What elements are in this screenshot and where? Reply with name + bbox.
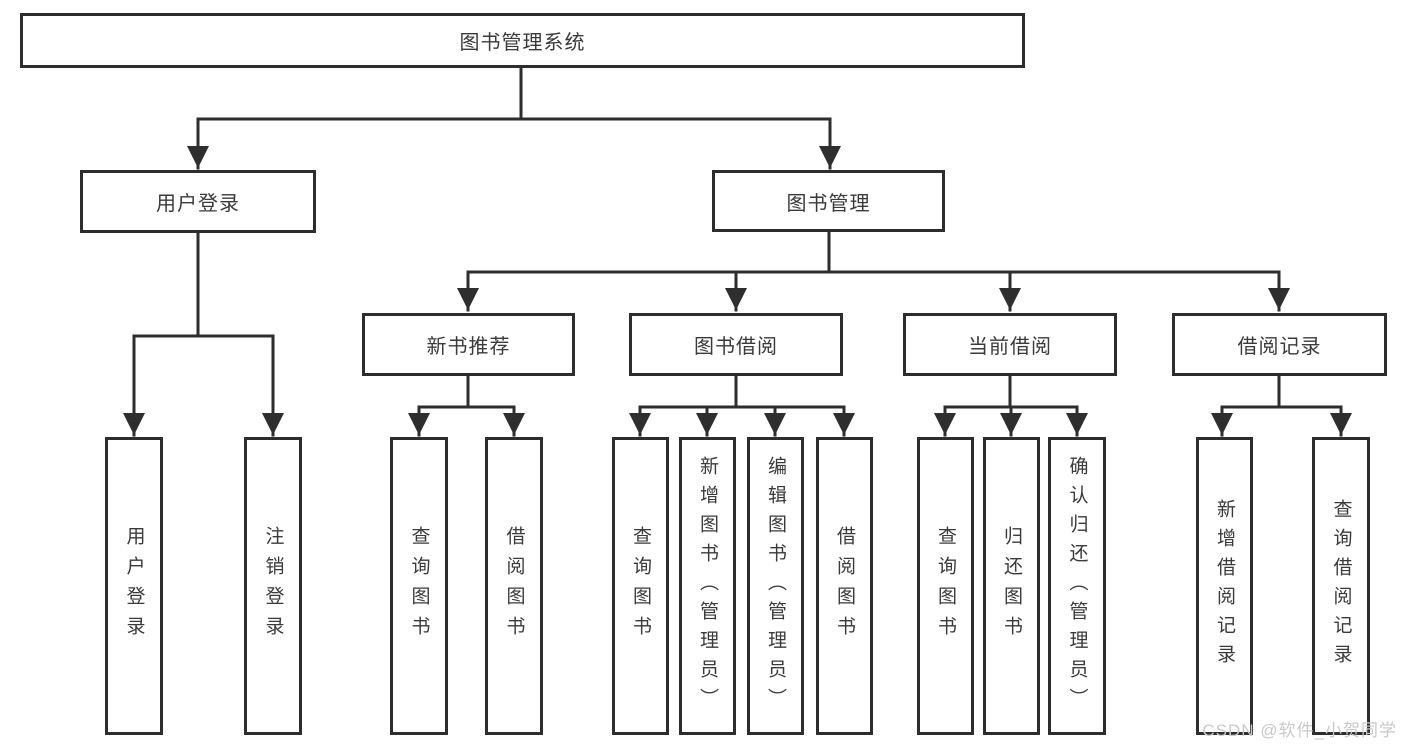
node-leaf-add-book: 新增图书（管理员） (679, 437, 736, 735)
node-leaf-user-login: 用户登录 (105, 437, 163, 735)
node-current-borrow-label: 当前借阅 (968, 336, 1052, 358)
node-leaf-add-record-label: 新增借阅记录 (1214, 499, 1235, 673)
node-borrow-records: 借阅记录 (1172, 313, 1387, 376)
node-new-book-rec: 新书推荐 (362, 313, 575, 376)
connector-new-book-rec-branch (408, 374, 525, 437)
connector-book-borrow-branch (629, 374, 855, 437)
node-leaf-confirm-return: 确认归还（管理员） (1048, 437, 1106, 735)
node-leaf-borrow-books-1-label: 借阅图书 (503, 526, 525, 646)
node-leaf-query-books-2-label: 查询图书 (630, 526, 651, 646)
node-book-borrow: 图书借阅 (629, 313, 843, 376)
connector-current-borrow-branch (934, 374, 1088, 437)
node-root-system: 图书管理系统 (20, 13, 1025, 68)
node-leaf-edit-book-label: 编辑图书（管理员） (765, 455, 786, 717)
node-book-mgmt: 图书管理 (712, 170, 945, 232)
node-book-mgmt-label: 图书管理 (786, 192, 871, 215)
node-user-login: 用户登录 (80, 170, 316, 233)
node-leaf-return-book-label: 归还图书 (1001, 526, 1022, 646)
node-leaf-query-books-3-label: 查询图书 (935, 526, 956, 646)
node-book-borrow-label: 图书借阅 (694, 336, 778, 358)
node-leaf-query-record: 查询借阅记录 (1312, 437, 1370, 735)
connector-book-mgmt-branch (457, 231, 1290, 312)
node-leaf-add-record: 新增借阅记录 (1196, 437, 1253, 735)
node-leaf-return-book: 归还图书 (983, 437, 1040, 735)
node-leaf-edit-book: 编辑图书（管理员） (747, 437, 804, 735)
node-leaf-confirm-return-label: 确认归还（管理员） (1066, 455, 1088, 717)
node-leaf-logout: 注销登录 (244, 437, 302, 735)
node-leaf-user-login-label: 用户登录 (123, 526, 145, 646)
node-leaf-query-books-3: 查询图书 (917, 437, 974, 735)
node-leaf-borrow-books-2-label: 借阅图书 (834, 526, 855, 646)
node-leaf-query-books-1-label: 查询图书 (408, 526, 430, 646)
watermark: CSDN @软件_小贺同学 (1202, 721, 1397, 740)
node-new-book-rec-label: 新书推荐 (426, 336, 511, 358)
node-current-borrow: 当前借阅 (903, 313, 1117, 376)
node-leaf-query-books-2: 查询图书 (612, 437, 669, 735)
connector-root-branch (187, 66, 841, 170)
node-leaf-borrow-books-2: 借阅图书 (816, 437, 873, 735)
node-leaf-query-record-label: 查询借阅记录 (1330, 499, 1352, 673)
node-user-login-label: 用户登录 (156, 193, 240, 215)
node-leaf-logout-label: 注销登录 (262, 526, 284, 646)
node-leaf-add-book-label: 新增图书（管理员） (697, 455, 718, 717)
connector-user-login-branch (123, 231, 284, 437)
node-borrow-records-label: 借阅记录 (1237, 336, 1322, 358)
node-leaf-query-books-1: 查询图书 (390, 437, 448, 735)
connector-borrow-records-branch (1211, 374, 1352, 437)
node-root-label: 图书管理系统 (459, 32, 586, 54)
node-leaf-borrow-books-1: 借阅图书 (485, 437, 543, 735)
